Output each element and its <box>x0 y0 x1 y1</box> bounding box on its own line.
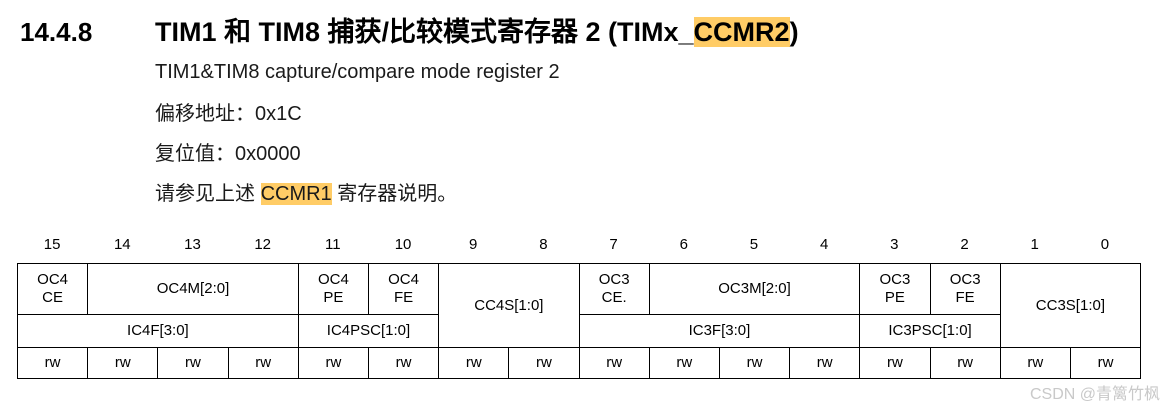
bit-index-label: 1 <box>1030 236 1039 253</box>
bit-index-label: 10 <box>394 236 412 253</box>
register-access-cell: rw <box>1069 347 1142 379</box>
bit-index-label: 12 <box>254 236 271 253</box>
register-access-cell: rw <box>87 347 159 379</box>
page-title: TIM1 和 TIM8 捕获/比较模式寄存器 2 (TIMx_CCMR2) <box>155 10 799 49</box>
bit-index-label: 2 <box>960 236 969 253</box>
page-heading: 14.4.8 TIM1 和 TIM8 捕获/比较模式寄存器 2 (TIMx_CC… <box>20 10 1160 49</box>
register-field-cell: OC3 FE <box>929 263 1001 315</box>
bit-index-label: 3 <box>890 236 899 253</box>
page-title-suffix: ) <box>789 17 799 47</box>
register-access-cell: rw <box>929 347 1001 379</box>
register-access-cell: rw <box>789 347 861 379</box>
register-description-block: TIM1&TIM8 capture/compare mode register … <box>155 61 1105 205</box>
reference-note-suffix: 寄存器说明。 <box>331 183 458 205</box>
register-field-cell: IC4PSC[1:0] <box>297 314 440 348</box>
bit-index-label: 14 <box>113 236 131 253</box>
register-field-cell: CC4S[1:0] <box>438 263 580 348</box>
register-field-cell: OC3 PE <box>859 263 931 315</box>
register-access-cell: rw <box>648 347 720 379</box>
register-access-cell: rw <box>508 347 580 379</box>
section-number: 14.4.8 <box>20 17 93 47</box>
register-field-cell: OC3M[2:0] <box>648 263 861 315</box>
register-access-cell: rw <box>297 347 369 379</box>
register-subtitle: TIM1&TIM8 capture/compare mode register … <box>155 61 560 83</box>
bit-index-label: 7 <box>609 236 618 253</box>
register-field-cell: OC3 CE. <box>578 263 650 315</box>
bit-index-label: 9 <box>469 236 478 253</box>
register-field-cell: IC4F[3:0] <box>17 314 299 348</box>
register-field-cell: IC3F[3:0] <box>578 314 861 348</box>
register-access-cell: rw <box>999 347 1071 379</box>
bit-index-label: 5 <box>749 236 759 253</box>
bit-index-label: 13 <box>184 236 201 253</box>
offset-address-line: 偏移地址：0x1C <box>155 103 302 125</box>
csdn-watermark: CSDN @青篱竹枫 <box>1029 386 1160 403</box>
page-title-highlight: CCMR2 <box>693 17 790 47</box>
register-field-cell: OC4 CE <box>16 263 89 315</box>
register-field-cell: CC3S[1:0] <box>999 263 1142 348</box>
page-title-prefix: TIM1 和 TIM8 捕获/比较模式寄存器 2 (TIMx_ <box>155 17 694 47</box>
bit-index-label: 0 <box>1100 236 1110 253</box>
reference-note-highlight: CCMR1 <box>260 183 332 205</box>
register-field-cell: OC4 PE <box>297 263 369 315</box>
bit-index-label: 6 <box>679 236 688 253</box>
bit-index-label: 15 <box>43 236 61 253</box>
reference-note-prefix: 请参见上述 <box>155 183 261 205</box>
register-access-cell: rw <box>438 347 510 379</box>
register-access-cell: rw <box>16 347 89 379</box>
bit-index-label: 11 <box>325 236 341 253</box>
reference-note-line: 请参见上述 CCMR1 寄存器说明。 <box>155 183 1105 205</box>
register-field-cell: OC4M[2:0] <box>87 263 299 315</box>
register-field-cell: OC4 FE <box>367 263 440 315</box>
register-field-cell: IC3PSC[1:0] <box>859 314 1001 348</box>
bit-index-label: 4 <box>819 236 829 253</box>
register-access-cell: rw <box>859 347 931 379</box>
register-access-cell: rw <box>157 347 229 379</box>
register-access-cell: rw <box>718 347 791 379</box>
reset-value-line: 复位值：0x0000 <box>155 143 301 165</box>
register-access-cell: rw <box>367 347 440 379</box>
bit-index-label: 8 <box>539 236 548 253</box>
register-access-cell: rw <box>227 347 299 379</box>
register-access-cell: rw <box>578 347 650 379</box>
register-row-input-mode: IC4F[3:0]IC4PSC[1:0] IC3F[3:0]IC3PSC[1:0] <box>17 314 1141 348</box>
